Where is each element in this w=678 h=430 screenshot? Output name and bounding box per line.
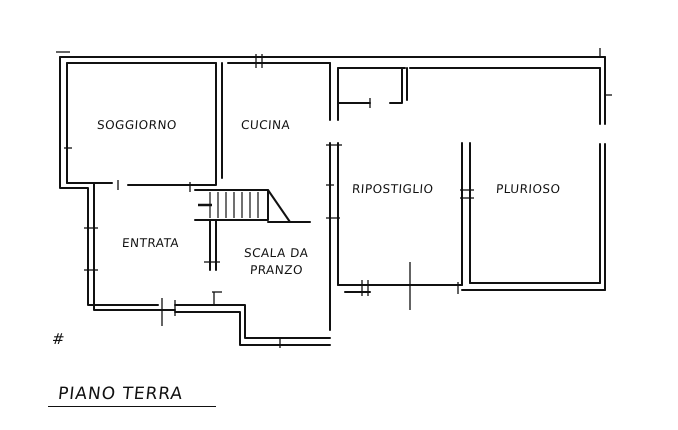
room-label-plurioso: PLURIOSO xyxy=(495,182,561,196)
soggiorno-wall-right xyxy=(127,62,217,186)
stair-outline xyxy=(194,189,269,221)
closet-wall-right xyxy=(389,67,403,104)
room-label-ripostiglio: RIPOSTIGLIO xyxy=(351,182,435,196)
room-label-cucina: CUCINA xyxy=(240,118,291,132)
entry-step2 xyxy=(174,311,331,346)
outer-wall-left-inner xyxy=(66,62,95,301)
title-underline xyxy=(48,406,216,407)
walls xyxy=(59,56,606,346)
outer-wall-left xyxy=(59,56,159,306)
room-label-scala: SCALA DA xyxy=(243,246,309,260)
room-label-soggiorno: SOGGIORNO xyxy=(96,118,178,132)
entrata-bottom xyxy=(93,299,176,311)
hash-mark: # xyxy=(51,330,66,348)
plan-title: PIANO TERRA xyxy=(56,384,185,404)
stair-treads xyxy=(198,192,259,218)
entry-step xyxy=(174,304,331,339)
wall-ticks xyxy=(56,48,612,348)
stair-diagonal xyxy=(267,189,291,223)
room-label-pranzo: PRANZO xyxy=(249,263,304,277)
room-label-entrata: ENTRATA xyxy=(121,236,180,250)
